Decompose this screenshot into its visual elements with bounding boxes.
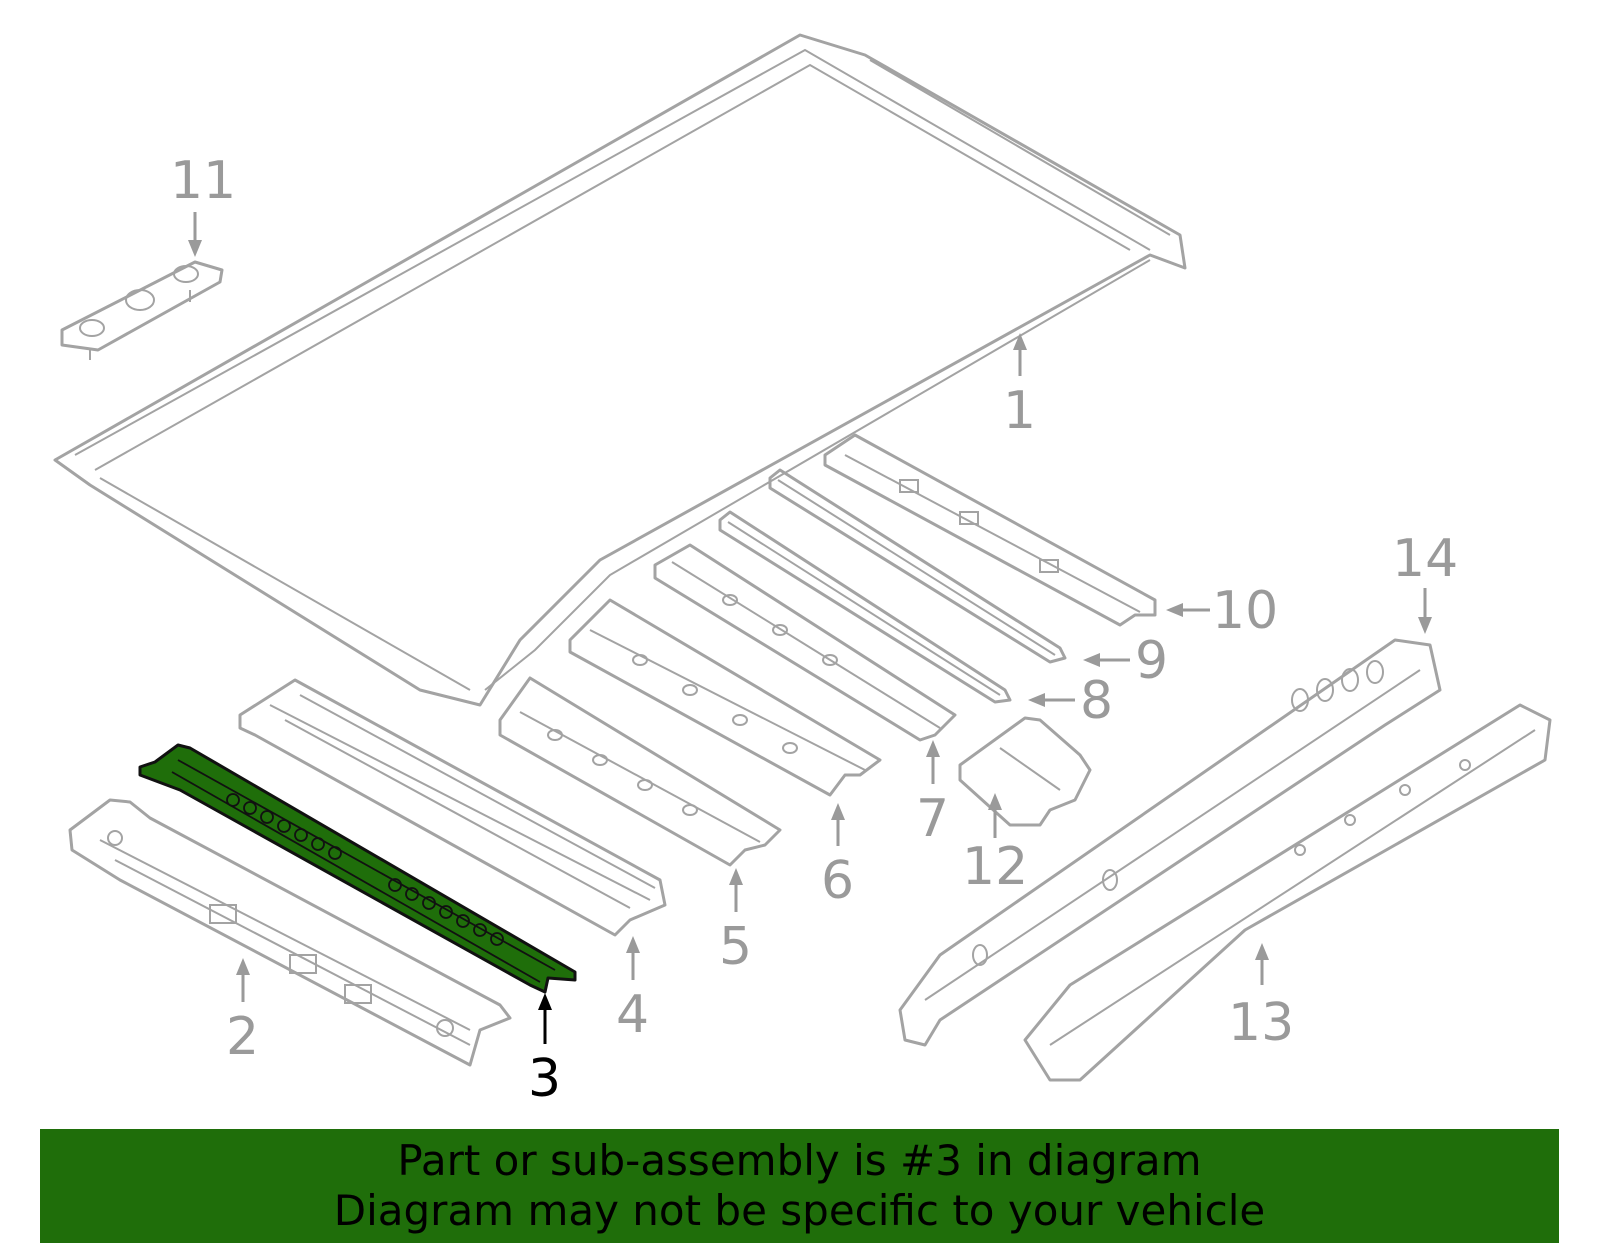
- part-5-roof-bow[interactable]: [498, 676, 782, 867]
- part-1-roof-panel[interactable]: [53, 33, 1187, 707]
- part-6-roof-bow[interactable]: [568, 598, 882, 797]
- callout-8[interactable]: 8: [1080, 671, 1113, 731]
- part-2-front-header[interactable]: [68, 798, 512, 1067]
- part-8-rail[interactable]: [718, 510, 1012, 704]
- part-info-banner: Part or sub-assembly is #3 in diagram Di…: [40, 1129, 1559, 1243]
- callout-2[interactable]: 2: [226, 1007, 259, 1067]
- callout-3[interactable]: 3: [528, 1049, 561, 1109]
- callout-arrows: [188, 212, 1432, 1044]
- callout-12[interactable]: 12: [962, 837, 1028, 897]
- part-14-side-rail[interactable]: [898, 638, 1442, 1047]
- callout-1[interactable]: 1: [1003, 381, 1036, 441]
- part-13-side-rail-inner[interactable]: [1023, 703, 1552, 1082]
- part-7-roof-bow[interactable]: [653, 543, 957, 742]
- callout-10[interactable]: 10: [1212, 581, 1278, 641]
- banner-line-disclaimer: Diagram may not be specific to your vehi…: [333, 1186, 1266, 1235]
- part-3-front-roof-bow[interactable]: [138, 743, 577, 994]
- part-11-bracket[interactable]: [60, 260, 360, 360]
- roof-parts-diagram: 1 2 3 4 5 6 7 8 9 10 11 12 13 14: [53, 33, 1552, 1109]
- part-10-rear-header[interactable]: [823, 433, 1157, 627]
- part-9-rail[interactable]: [768, 468, 1067, 664]
- callout-13[interactable]: 13: [1228, 993, 1294, 1053]
- callout-14[interactable]: 14: [1392, 529, 1458, 589]
- banner-line-part: Part or sub-assembly is #3 in diagram: [397, 1136, 1202, 1185]
- callout-labels: 1 2 3 4 5 6 7 8 9 10 11 12 13 14: [170, 151, 1458, 1109]
- part-12-bracket[interactable]: [958, 716, 1092, 827]
- callout-4[interactable]: 4: [616, 985, 649, 1045]
- callout-5[interactable]: 5: [719, 917, 752, 977]
- callout-9[interactable]: 9: [1135, 631, 1168, 691]
- part-4-roof-bow[interactable]: [238, 678, 667, 937]
- callout-6[interactable]: 6: [821, 851, 854, 911]
- callout-7[interactable]: 7: [916, 789, 949, 849]
- callout-11[interactable]: 11: [170, 151, 236, 211]
